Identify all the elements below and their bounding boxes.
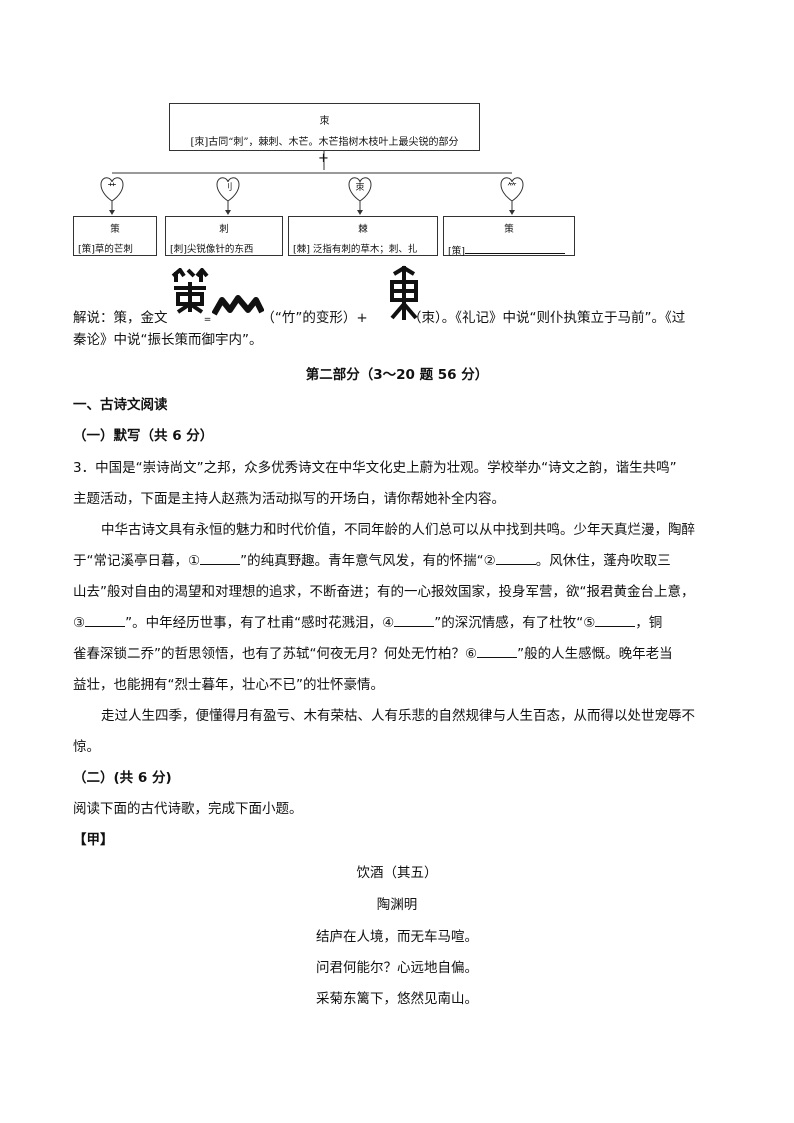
section-heading: 一、古诗文阅读 bbox=[73, 397, 168, 413]
heart-label: 朿 bbox=[355, 183, 365, 193]
heart-icon bbox=[348, 177, 372, 202]
paragraph-line: 走过人生四季，便懂得月有盈亏、木有荣枯、人有乐悲的自然规律与人生百态，从而得以处… bbox=[101, 708, 695, 724]
bamboo-variant-glyph bbox=[212, 295, 264, 316]
explain-line-2: 秦论》中说“振长策而御宇内”。 bbox=[73, 332, 263, 348]
explain-text: （“竹”的变形）+ bbox=[261, 310, 368, 326]
explain-text: （朿）。《礼记》中说“则仆执策立于马前”。《过 bbox=[407, 310, 686, 326]
answer-blank-2[interactable] bbox=[495, 552, 536, 565]
answer-blank-4[interactable] bbox=[394, 614, 435, 627]
poem-line: 结庐在人境，而无车马喧。 bbox=[316, 929, 478, 945]
answer-blank-6[interactable] bbox=[477, 645, 518, 658]
paragraph-line: 山去”般对自由的渴望和对理想的追求，不断奋进；有的一心报效国家，投身军营，欲“报… bbox=[73, 584, 695, 600]
part-title: 第二部分（3～20 题 56 分） bbox=[305, 367, 489, 383]
diagram-box: 棘 [棘] 泛指有刺的草木；刺、扎 bbox=[288, 216, 438, 256]
diagram-box: 刺 [刺]尖锐像针的东西 bbox=[165, 216, 283, 256]
diagram-box-title: 棘 bbox=[358, 224, 368, 235]
paragraph-text: ”的纯真野趣。青年意气风发，有的怀揣“② bbox=[240, 553, 496, 569]
question-3-line: 3．中国是“崇诗尚文”之邦，众多优秀诗文在中华文化史上蔚为壮观。学校举办“诗文之… bbox=[73, 460, 677, 476]
paragraph-line: 惊。 bbox=[73, 739, 100, 755]
answer-blank-5[interactable] bbox=[595, 614, 636, 627]
diagram-box-title: 刺 bbox=[219, 224, 229, 235]
heart-label: 艹 bbox=[107, 183, 117, 193]
paragraph-text: ，铜 bbox=[635, 615, 663, 631]
answer-blank bbox=[464, 241, 565, 254]
diagram-connectors bbox=[100, 151, 524, 215]
diagram-box: 策 [策]草的芒刺 bbox=[73, 216, 157, 256]
diagram-plus: + bbox=[318, 151, 329, 166]
heart-label: 刂 bbox=[223, 183, 233, 193]
diagram-top-box: 朿 [朿]古同“刺”，棘刺、木芒。木芒指树木枝叶上最尖锐的部分 bbox=[169, 103, 480, 151]
heart-icon bbox=[100, 177, 124, 202]
paragraph-text: ”的深沉情感，有了杜牧“⑤ bbox=[434, 615, 596, 631]
answer-blank-1[interactable] bbox=[200, 552, 241, 565]
subsection-heading: （一）默写（共 6 分） bbox=[73, 428, 214, 444]
instruction: 阅读下面的古代诗歌，完成下面小题。 bbox=[73, 801, 303, 817]
paragraph-text: 。风休住，蓬舟吹取三 bbox=[535, 553, 671, 569]
explain-text: 解说：策，金文 bbox=[73, 310, 168, 326]
answer-blank-3[interactable] bbox=[85, 614, 126, 627]
heart-label: ⺮ bbox=[507, 183, 517, 193]
diagram-box-text: [策]草的芒刺 bbox=[78, 244, 133, 255]
poem-line: 采菊东篱下，悠然见南山。 bbox=[316, 991, 478, 1007]
paragraph-text: 雀春深锁二乔”的哲思领悟，也有了苏轼“何夜无月？何处无竹柏？⑥ bbox=[73, 646, 478, 662]
paragraph-line: ③ ”。中年经历世事，有了杜甫“感时花溅泪，④ ”的深沉情感，有了杜牧“⑤ ，铜 bbox=[73, 613, 662, 633]
paragraph-line: 雀春深锁二乔”的哲思领悟，也有了苏轼“何夜无月？何处无竹柏？⑥ ”般的人生感慨。晚… bbox=[73, 644, 673, 664]
question-3-line: 主题活动，下面是主持人赵燕为活动拟写的开场白，请你帮她补全内容。 bbox=[73, 491, 505, 507]
equals-sign: = bbox=[203, 315, 212, 325]
poem-marker: 【甲】 bbox=[73, 832, 114, 848]
paragraph-text: ”般的人生感慨。晚年老当 bbox=[517, 646, 673, 662]
paragraph-text: 于“常记溪亭日暮，① bbox=[73, 553, 201, 569]
diagram-box: 策 [策] bbox=[443, 216, 575, 257]
explain-line-1: 解说：策，金文 = （“竹”的变形）+ （朿）。《礼记》中说“则仆执策立于马前”。… bbox=[73, 308, 685, 330]
paragraph-line: 中华古诗文具有永恒的魅力和时代价值，不同年龄的人们总可以从中找到共鸣。少年天真烂… bbox=[101, 522, 695, 538]
heart-icon bbox=[500, 177, 524, 202]
diagram-box-text: [刺]尖锐像针的东西 bbox=[170, 244, 254, 255]
paragraph-line: 益壮，也能拥有“烈士暮年，壮心不已”的壮怀豪情。 bbox=[73, 677, 384, 693]
bronze-script-ce-glyph bbox=[171, 268, 209, 314]
diagram-box-text: [棘] 泛指有刺的草木；刺、扎 bbox=[293, 244, 418, 255]
diagram-box-title: 策 bbox=[110, 224, 120, 235]
diagram-top-text: [朿]古同“刺”，棘刺、木芒。木芒指树木枝叶上最尖锐的部分 bbox=[190, 137, 459, 148]
heart-icon bbox=[216, 177, 240, 202]
poem-line: 问君何能尔？心远地自偏。 bbox=[316, 960, 478, 976]
diagram-box-text: [策] bbox=[444, 241, 574, 257]
poem-author: 陶渊明 bbox=[376, 897, 418, 913]
paragraph-line: 于“常记溪亭日暮，① ”的纯真野趣。青年意气风发，有的怀揣“② 。风休住，蓬舟吹取三 bbox=[73, 551, 671, 571]
diagram-top-title: 朿 bbox=[319, 116, 330, 127]
diagram-box-title: 策 bbox=[504, 224, 514, 235]
subsection-heading: （二）(共 6 分) bbox=[73, 770, 172, 786]
paragraph-text: ”。中年经历世事，有了杜甫“感时花溅泪，④ bbox=[125, 615, 395, 631]
diagram-box-prefix: [策] bbox=[448, 246, 465, 257]
paragraph-text: ③ bbox=[73, 615, 86, 631]
bronze-script-ci-glyph bbox=[390, 265, 418, 320]
poem-title: 饮酒（其五） bbox=[356, 865, 438, 881]
